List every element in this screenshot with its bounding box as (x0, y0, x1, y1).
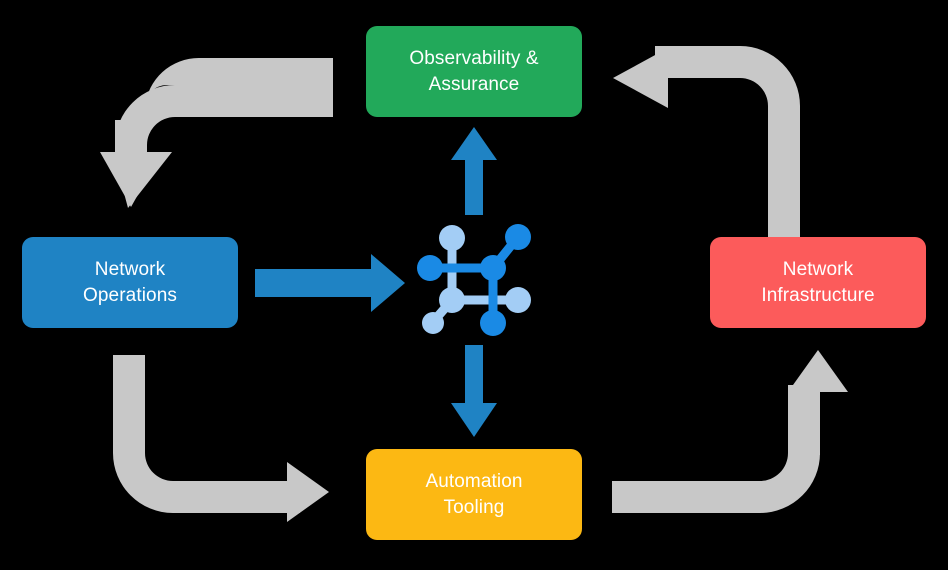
network-node-dark-hub (480, 255, 506, 281)
arrow-observability-to-operations-stem (115, 120, 147, 160)
arrow-observability-to-operations-head (100, 152, 162, 207)
arrow-observability-to-operations-body (115, 58, 333, 155)
box-automation-tooling[interactable]: Automation Tooling (366, 449, 582, 540)
network-node-light-bottom (422, 312, 444, 334)
network-node-light-top (439, 225, 465, 251)
network-topology-icon (417, 224, 531, 336)
network-node-light-right (505, 287, 531, 313)
box-network-operations[interactable]: Network Operations (22, 237, 238, 328)
arrow-automation-to-infrastructure-stem (788, 385, 820, 455)
arrow-automation-to-infrastructure-head (788, 350, 848, 392)
arrow-infrastructure-to-observability-head (613, 48, 668, 108)
network-node-light-mid (439, 287, 465, 313)
arrow-operations-to-center (255, 254, 405, 312)
arrow-infrastructure-to-observability-stem (768, 160, 800, 238)
arrow-automation-to-infrastructure-body (612, 395, 820, 513)
arrow-center-to-automation (451, 345, 497, 437)
arrow-operations-to-automation-head (287, 462, 329, 522)
box-network-infrastructure[interactable]: Network Infrastructure (710, 237, 926, 328)
network-node-dark-left (417, 255, 443, 281)
arrow-center-to-observability (451, 127, 497, 215)
box-observability-assurance[interactable]: Observability & Assurance (366, 26, 582, 117)
network-node-dark-bottom (480, 310, 506, 336)
arrow-operations-to-automation-stem (113, 355, 145, 415)
network-node-dark-topright (505, 224, 531, 250)
